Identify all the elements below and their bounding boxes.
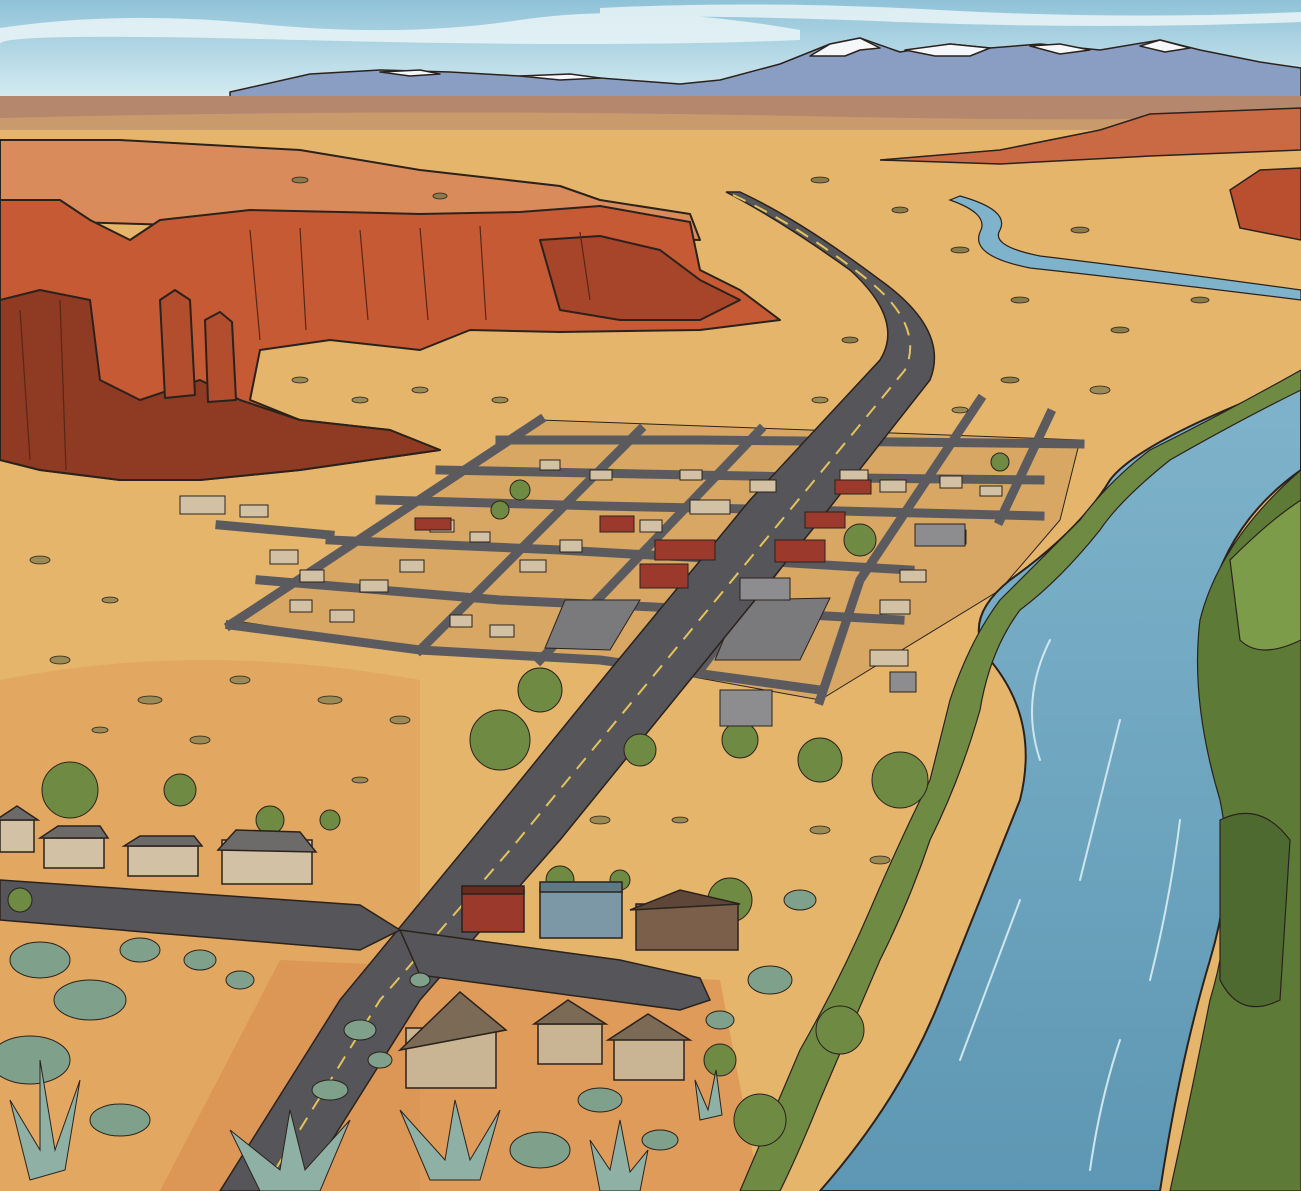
town-buildings <box>179 459 1003 727</box>
snow-caps <box>379 37 1191 81</box>
riverbank-trees <box>739 369 1301 1191</box>
clouds <box>0 4 1301 44</box>
foreground-houses <box>0 805 741 1089</box>
house-left-2 <box>37 825 110 869</box>
far-shrubs <box>291 176 1210 384</box>
house-left-1 <box>0 805 41 853</box>
house-front-1 <box>397 990 508 1089</box>
mountain-range <box>229 37 1301 101</box>
far-river <box>948 195 1301 301</box>
sage-shrubs <box>0 889 817 1169</box>
house-left-3 <box>121 835 204 877</box>
house-front-3 <box>605 1013 693 1081</box>
shop-blue <box>539 881 623 939</box>
house-left-4 <box>216 829 318 885</box>
shop-red <box>461 885 525 933</box>
shop-brown <box>629 889 741 951</box>
right-distant-mesas <box>879 107 1301 241</box>
house-front-2 <box>531 999 609 1065</box>
trees <box>7 452 1010 1147</box>
main-highway <box>219 191 936 1191</box>
scattered-shrubs <box>29 376 1111 865</box>
red-rock-mesa <box>0 139 781 481</box>
agave-plants <box>9 1059 723 1191</box>
